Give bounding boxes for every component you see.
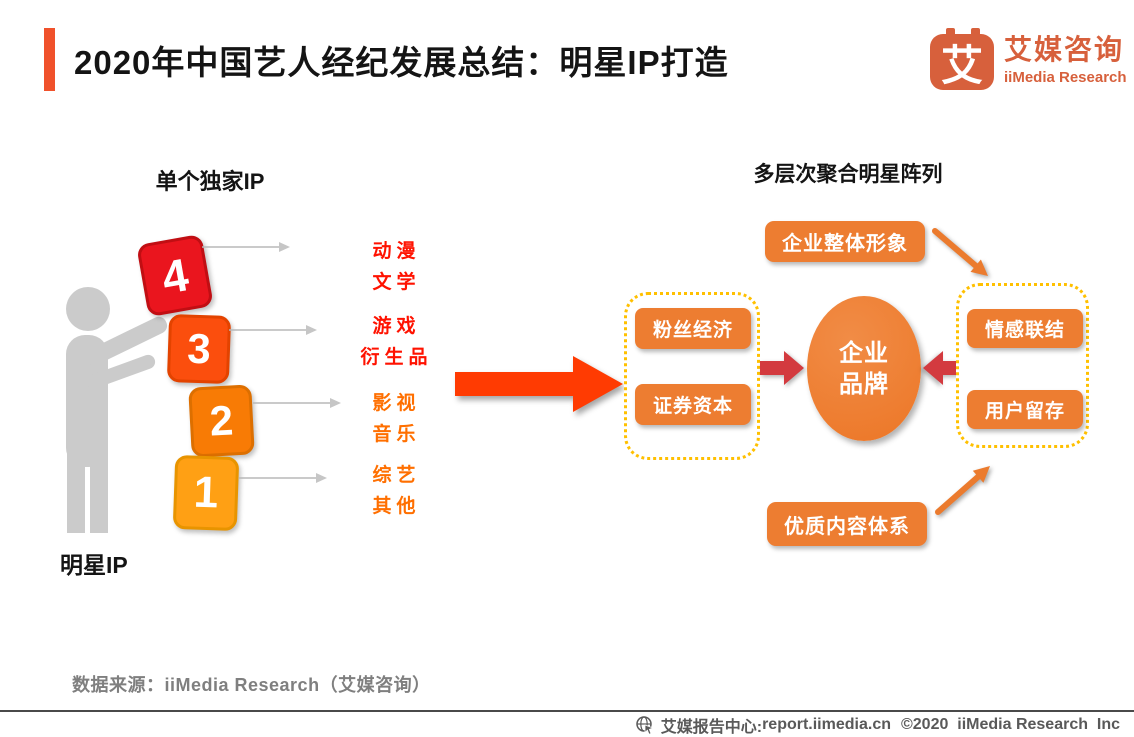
group-emotion-retention: 情感联结 用户留存 [956, 283, 1089, 448]
block-number: 2 [208, 396, 235, 445]
iimedia-logo-icon: 艾 [930, 28, 994, 90]
box-user-retention: 用户留存 [967, 390, 1083, 429]
stack-block-2: 2 [188, 384, 255, 458]
brand-logo: 艾 艾媒咨询 iiMedia Research [930, 22, 1130, 92]
logo-square [930, 34, 994, 90]
box-corporate-image: 企业整体形象 [765, 221, 925, 262]
copyright-text: ©2020 iiMedia Research Inc [900, 715, 1120, 733]
block-number: 4 [157, 247, 193, 304]
page-title: 2020年中国艺人经纪发展总结：明星IP打造 [74, 44, 729, 81]
box-quality-content: 优质内容体系 [767, 502, 927, 546]
title-accent-bar [44, 28, 55, 91]
globe-cursor-icon [635, 715, 654, 735]
block-number: 1 [192, 467, 220, 518]
box-emotional-connection: 情感联结 [967, 309, 1083, 348]
footer-bar: 艾媒报告中心: report.iimedia.cn ©2020 iiMedia … [0, 710, 1134, 737]
stack-block-1: 1 [172, 454, 240, 532]
diagonal-arrow-down-right-icon [932, 228, 988, 276]
report-center-label: 艾媒报告中心: [660, 718, 763, 736]
box-fan-economy: 粉丝经济 [635, 308, 751, 349]
enterprise-brand-ellipse: 企业 品牌 [807, 296, 921, 441]
connector-arrow-icon [239, 473, 327, 483]
block-number: 3 [186, 324, 212, 373]
data-source-note: 数据来源：iiMedia Research（艾媒咨询） [72, 675, 431, 695]
logo-name-cn: 艾媒咨询 [1004, 34, 1125, 65]
report-site-url: report.iimedia.cn [762, 715, 891, 733]
logo-glyph: 艾 [940, 41, 983, 89]
logo-text: 艾媒咨询 iiMedia Research [1004, 28, 1127, 86]
category-label-film-music: 影视 音乐 [372, 393, 421, 445]
person-silhouette-icon [66, 287, 168, 533]
red-arrow-right-icon [760, 351, 804, 385]
connector-arrow-icon [202, 242, 290, 252]
category-label-game-derivatives: 游戏 衍生品 [360, 316, 433, 368]
red-arrow-left-icon [923, 351, 967, 385]
diagonal-arrow-up-right-icon [935, 466, 990, 515]
stack-block-3: 3 [166, 313, 232, 385]
big-right-arrow-icon [455, 356, 623, 412]
category-label-anime-literature: 动漫 文学 [372, 241, 421, 293]
category-label-variety-other: 综艺 其他 [372, 465, 421, 517]
connector-arrow-icon [253, 398, 341, 408]
group-fan-capital: 粉丝经济 证券资本 [624, 292, 760, 460]
left-section-title: 单个独家IP [155, 169, 265, 194]
star-ip-caption: 明星IP [60, 552, 128, 578]
connector-arrow-icon [229, 325, 317, 335]
logo-name-en: iiMedia Research [1004, 69, 1127, 86]
right-section-title: 多层次聚合明星阵列 [753, 163, 943, 186]
box-securities-capital: 证券资本 [635, 384, 751, 425]
